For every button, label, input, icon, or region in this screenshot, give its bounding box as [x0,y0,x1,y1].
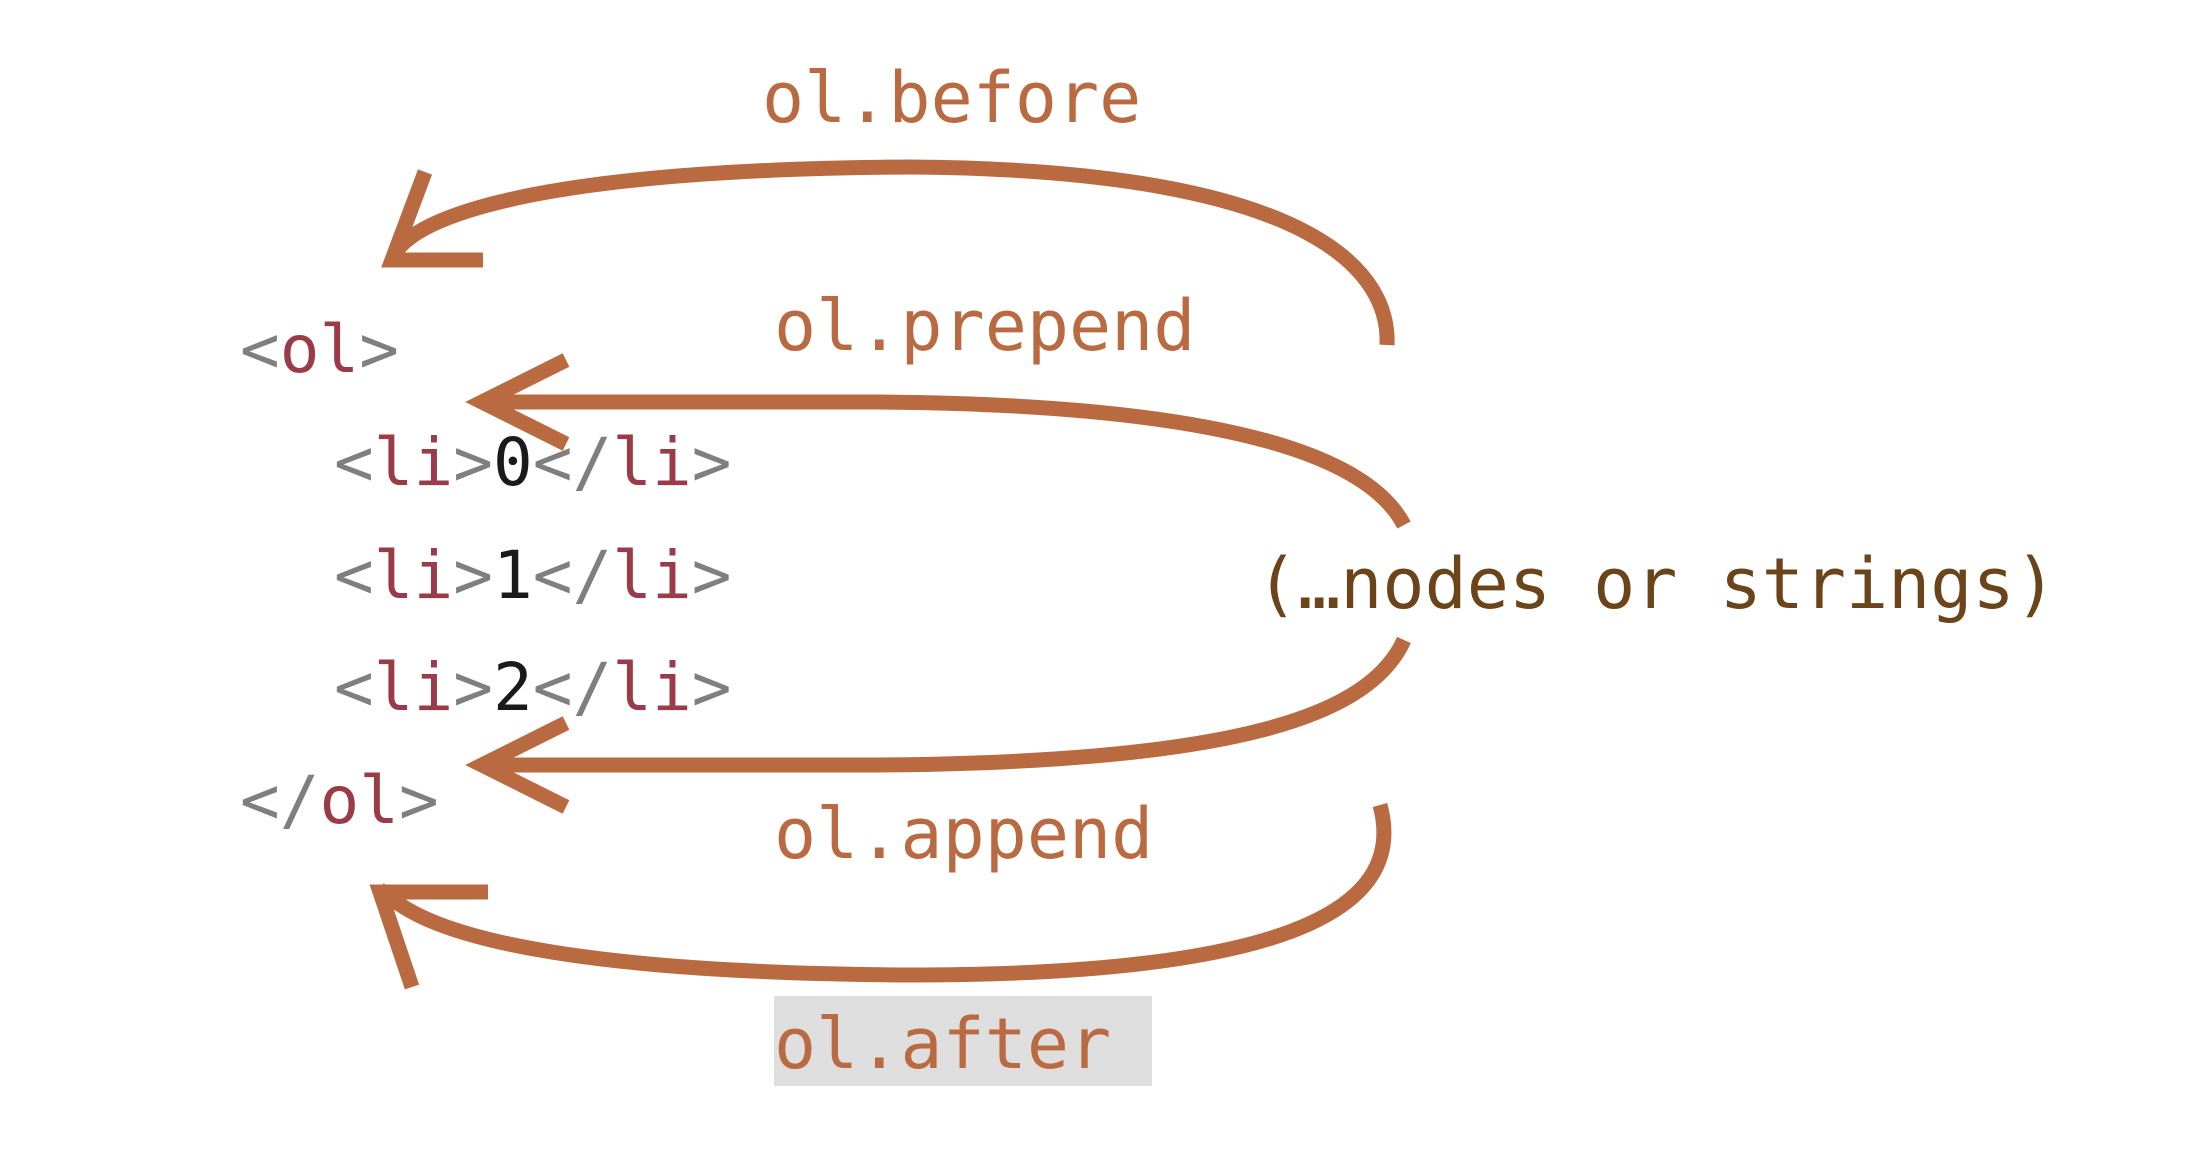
ol-open-tag: <ol> [240,311,399,388]
ol-markup: <ol> <li>0</li> <li>1</li> <li>2</li> </… [240,311,731,839]
label-append: ol.append [774,793,1153,875]
list-item: <li>2</li> [334,649,731,726]
nodes-or-strings-label: (…nodes or strings) [1256,543,2057,625]
arrows [369,159,1411,990]
list-item: <li>0</li> [334,424,731,501]
arrow-prepend [465,353,1411,529]
arrow-append [465,636,1411,814]
ol-close-tag: </ol> [240,762,439,839]
highlight-after [774,996,1152,1086]
label-after: ol.after [774,1003,1111,1085]
list-item: <li>1</li> [334,537,731,614]
arrow-after [369,803,1392,990]
label-prepend: ol.prepend [774,285,1195,367]
label-before: ol.before [762,57,1141,139]
arrow-before [381,159,1395,346]
